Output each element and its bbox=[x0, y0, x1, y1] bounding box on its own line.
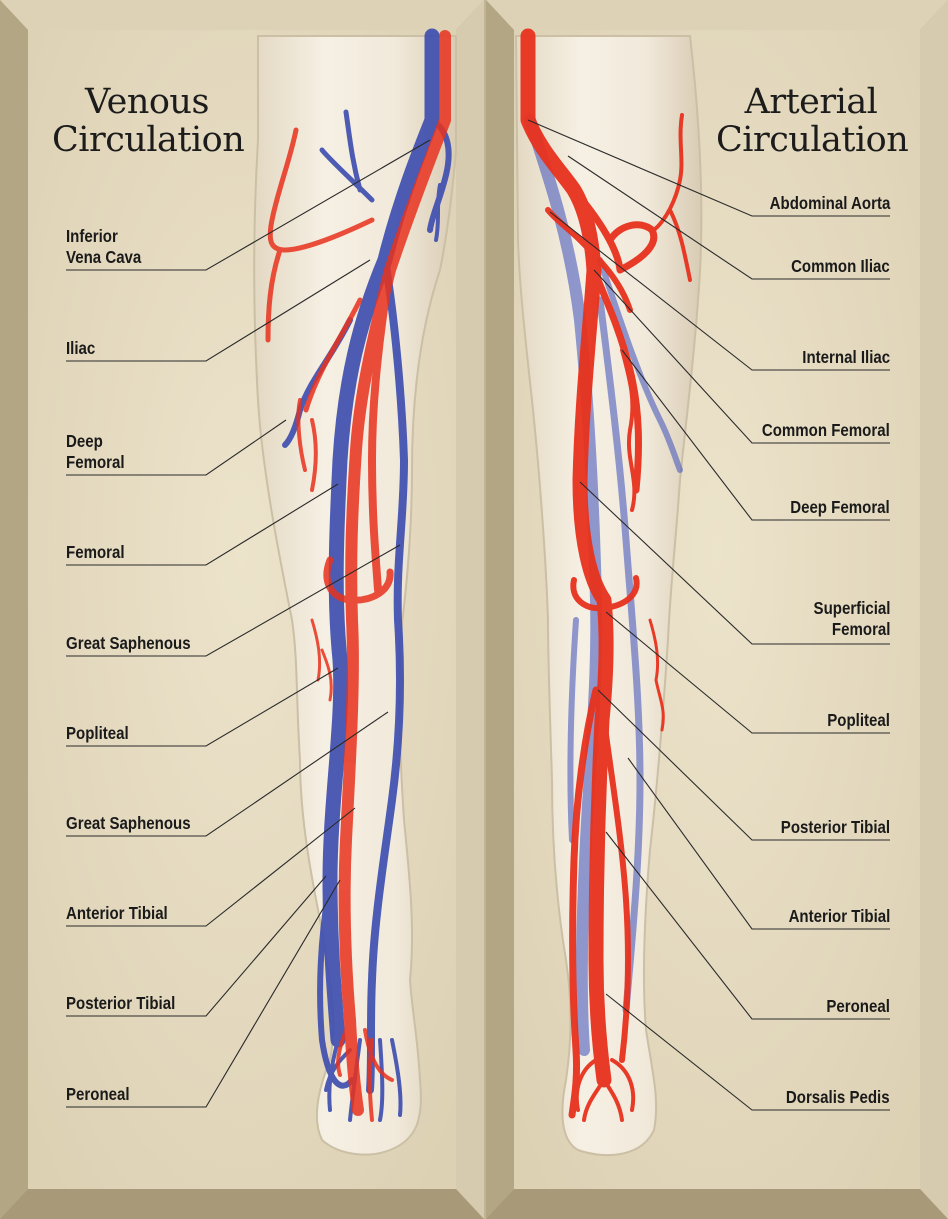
label-line: Peroneal bbox=[826, 996, 890, 1017]
label-line: Femoral bbox=[66, 542, 125, 563]
label-deep-femoral-artery: Deep Femoral bbox=[790, 497, 890, 518]
arterial-title: Arterial Circulation bbox=[716, 83, 906, 159]
label-line: Abdominal Aorta bbox=[769, 193, 890, 214]
arterial-title-line2: Circulation bbox=[716, 121, 906, 159]
label-peroneal-artery: Peroneal bbox=[826, 996, 890, 1017]
label-femoral-vein: Femoral bbox=[66, 542, 125, 563]
label-anterior-tibial-artery: Anterior Tibial bbox=[788, 906, 890, 927]
label-inferior-vena-cava: Inferior Vena Cava bbox=[66, 226, 141, 268]
label-line: Dorsalis Pedis bbox=[786, 1087, 890, 1108]
label-iliac: Iliac bbox=[66, 338, 95, 359]
label-peroneal-vein: Peroneal bbox=[66, 1084, 130, 1105]
label-line: Peroneal bbox=[66, 1084, 130, 1105]
label-line: Femoral bbox=[66, 452, 125, 473]
label-common-femoral: Common Femoral bbox=[762, 420, 890, 441]
venous-title: Venous Circulation bbox=[52, 83, 242, 159]
label-line: Great Saphenous bbox=[66, 813, 191, 834]
label-line: Great Saphenous bbox=[66, 633, 191, 654]
label-line: Popliteal bbox=[66, 723, 129, 744]
label-abdominal-aorta: Abdominal Aorta bbox=[769, 193, 890, 214]
label-line: Posterior Tibial bbox=[781, 817, 890, 838]
label-dorsalis-pedis: Dorsalis Pedis bbox=[786, 1087, 890, 1108]
label-great-saphenous-lower: Great Saphenous bbox=[66, 813, 191, 834]
label-line: Internal Iliac bbox=[802, 347, 890, 368]
label-line: Femoral bbox=[813, 619, 890, 640]
label-line: Superficial bbox=[813, 598, 890, 619]
label-line: Deep bbox=[66, 431, 125, 452]
label-popliteal-vein: Popliteal bbox=[66, 723, 129, 744]
label-posterior-tibial-vein: Posterior Tibial bbox=[66, 993, 175, 1014]
label-anterior-tibial-vein: Anterior Tibial bbox=[66, 903, 168, 924]
label-line: Iliac bbox=[66, 338, 95, 359]
label-line: Anterior Tibial bbox=[66, 903, 168, 924]
label-posterior-tibial-artery: Posterior Tibial bbox=[781, 817, 890, 838]
label-line: Posterior Tibial bbox=[66, 993, 175, 1014]
label-line: Deep Femoral bbox=[790, 497, 890, 518]
label-line: Inferior bbox=[66, 226, 141, 247]
label-deep-femoral-vein: Deep Femoral bbox=[66, 431, 125, 473]
label-great-saphenous-upper: Great Saphenous bbox=[66, 633, 191, 654]
arterial-title-line1: Arterial bbox=[716, 83, 906, 121]
label-line: Common Iliac bbox=[791, 256, 890, 277]
venous-title-line2: Circulation bbox=[52, 121, 242, 159]
label-internal-iliac: Internal Iliac bbox=[802, 347, 890, 368]
label-line: Vena Cava bbox=[66, 247, 141, 268]
label-line: Popliteal bbox=[827, 710, 890, 731]
label-line: Anterior Tibial bbox=[788, 906, 890, 927]
label-popliteal-artery: Popliteal bbox=[827, 710, 890, 731]
label-common-iliac: Common Iliac bbox=[791, 256, 890, 277]
label-line: Common Femoral bbox=[762, 420, 890, 441]
label-superficial-femoral: Superficial Femoral bbox=[813, 598, 890, 640]
venous-title-line1: Venous bbox=[52, 83, 242, 121]
